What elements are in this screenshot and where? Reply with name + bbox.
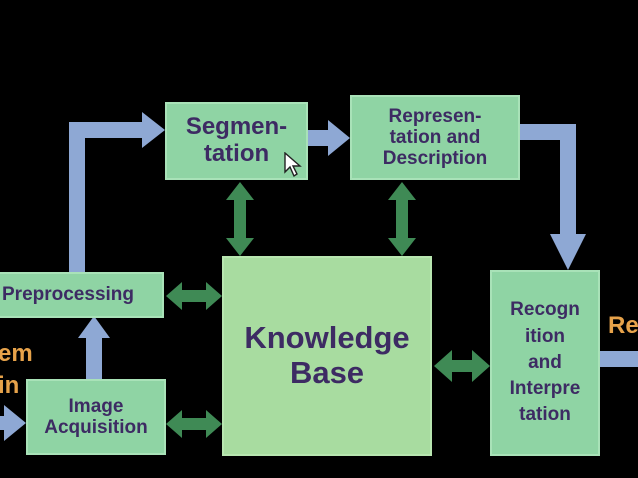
arrow-segmentation-to-representation bbox=[308, 120, 350, 156]
node-preprocessing: Preprocessing bbox=[0, 272, 164, 318]
kb-arrow-representation bbox=[388, 182, 416, 256]
arrow-representation-to-recognition bbox=[520, 124, 586, 270]
cropped-label-left-1: em bbox=[0, 340, 33, 367]
node-representation-label: Represen- tation and Description bbox=[382, 105, 488, 170]
kb-arrow-recognition bbox=[434, 350, 490, 382]
node-knowledge-base-label: Knowledge Base bbox=[244, 320, 410, 390]
arrow-input-to-acquisition bbox=[0, 405, 26, 441]
cropped-label-right: Re bbox=[608, 312, 638, 339]
node-recognition-label: Recogn ition and Interpre tation bbox=[509, 299, 581, 426]
mouse-cursor-icon bbox=[284, 152, 302, 178]
cropped-label-left-2: in bbox=[0, 372, 20, 399]
kb-arrow-segmentation bbox=[226, 182, 254, 256]
arrow-acquisition-to-preprocessing bbox=[78, 316, 110, 379]
arrow-recognition-output bbox=[600, 351, 638, 367]
kb-arrow-acquisition bbox=[166, 410, 222, 438]
node-segmentation: Segmen- tation bbox=[165, 102, 308, 180]
node-knowledge-base: Knowledge Base bbox=[222, 256, 432, 456]
kb-arrow-preprocessing bbox=[166, 282, 222, 310]
node-representation: Represen- tation and Description bbox=[350, 95, 520, 180]
node-image-acquisition-label: Image Acquisition bbox=[44, 395, 148, 438]
arrow-preprocessing-to-segmentation bbox=[69, 112, 165, 272]
node-image-acquisition: Image Acquisition bbox=[26, 379, 166, 455]
node-preprocessing-label: Preprocessing bbox=[2, 284, 134, 306]
node-segmentation-label: Segmen- tation bbox=[185, 113, 288, 167]
node-recognition: Recogn ition and Interpre tation bbox=[490, 270, 600, 456]
